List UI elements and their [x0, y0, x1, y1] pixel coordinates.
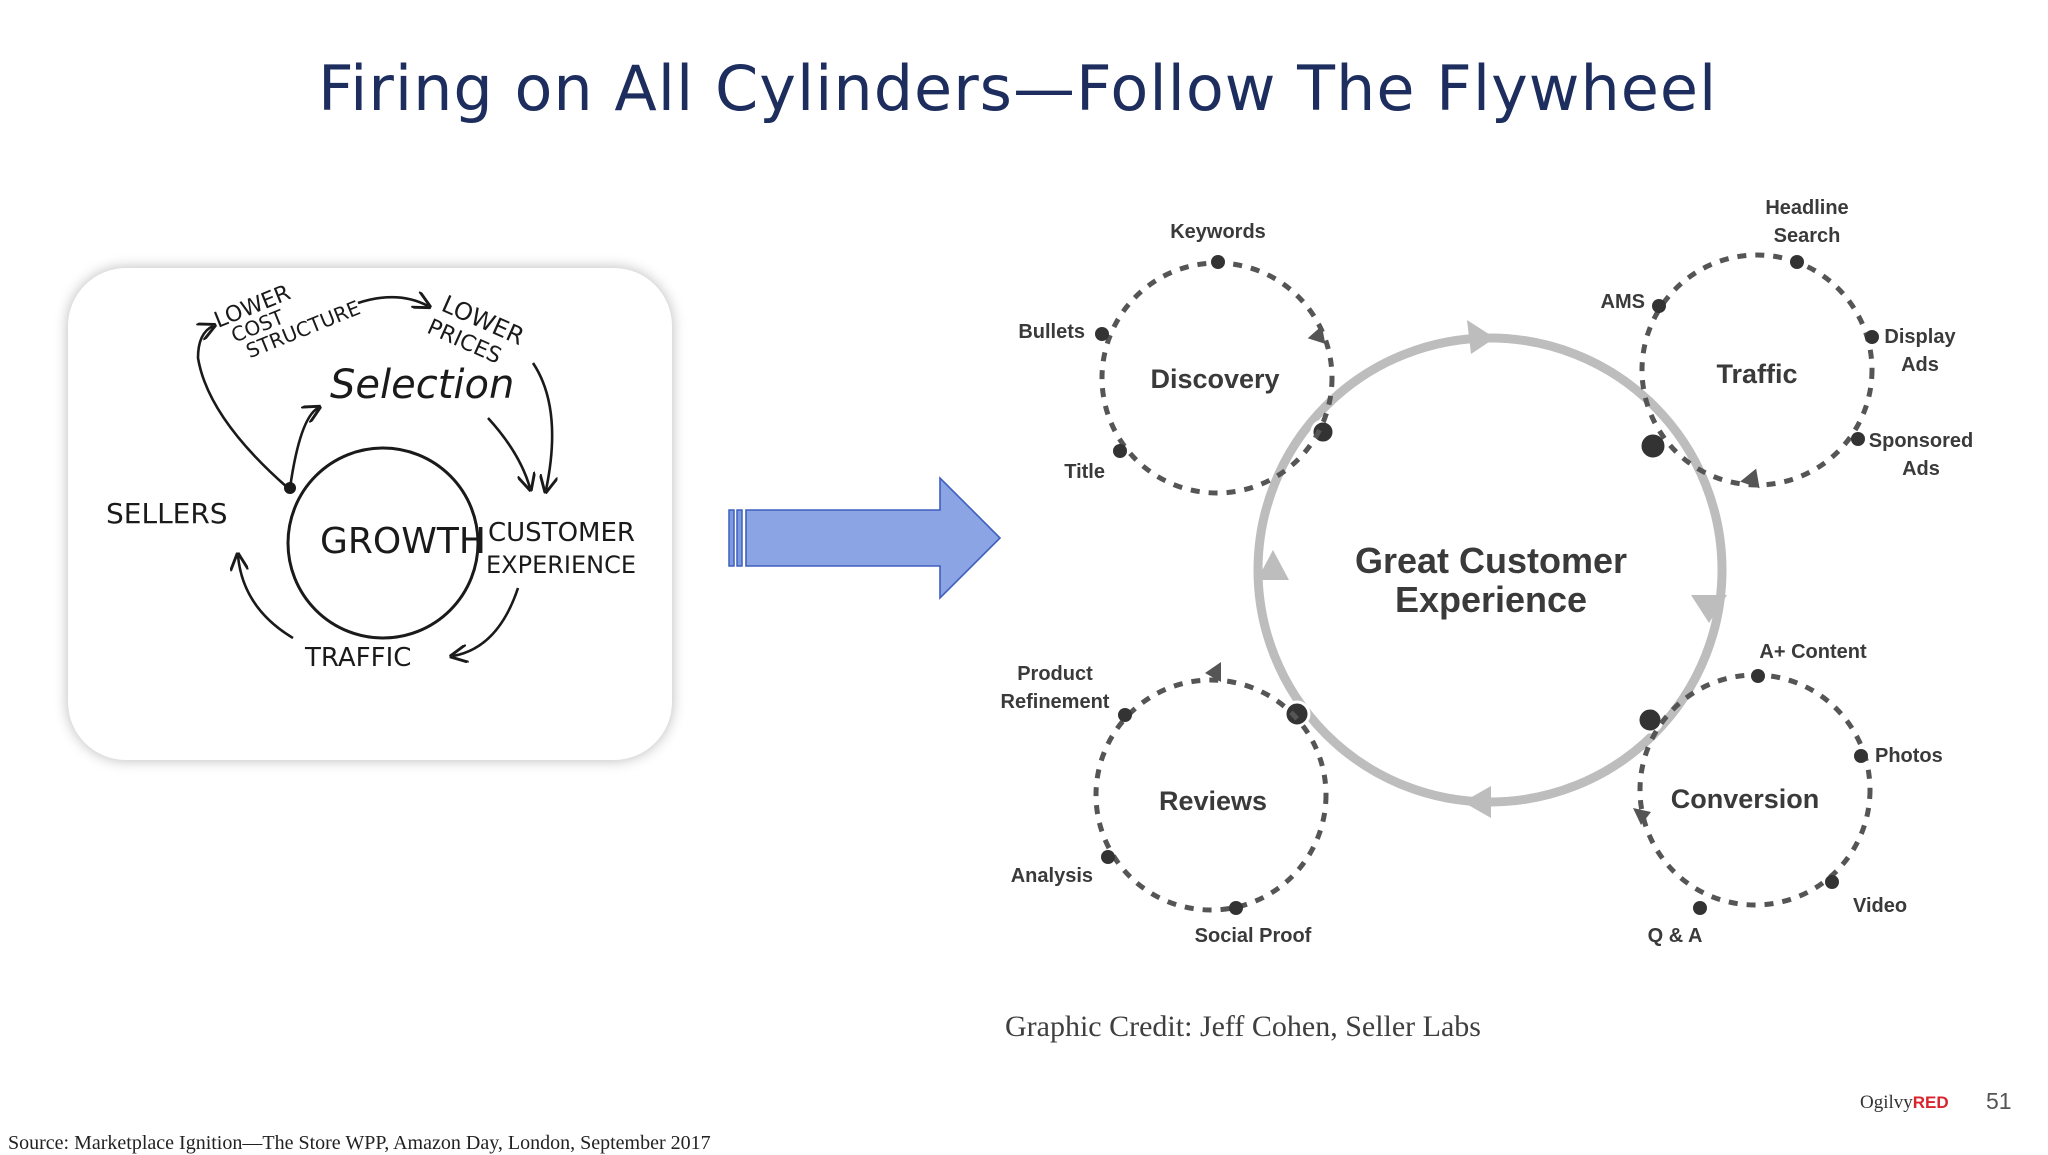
traffic-title: Traffic: [1716, 359, 1797, 389]
sketch-flywheel-card: GROWTH Selection SELLERS CUSTOMER EXPERI…: [68, 268, 672, 760]
graphic-credit: Graphic Credit: Jeff Cohen, Seller Labs: [1005, 1010, 1481, 1043]
conversion-video: Video: [1853, 895, 1907, 917]
logo-suffix: RED: [1912, 1093, 1949, 1112]
traffic-sponsored-2: Ads: [1902, 458, 1940, 480]
traffic-sponsored-1: Sponsored: [1869, 430, 1973, 452]
ogilvy-red-logo: OgilvyRED: [1860, 1092, 1949, 1114]
conversion-dot-aplus: [1751, 669, 1765, 683]
page-number: 51: [1986, 1088, 2012, 1114]
traffic-arrowhead: [1740, 468, 1760, 489]
traffic-display-2: Ads: [1901, 354, 1939, 376]
reviews-dot-social: [1229, 901, 1243, 915]
traffic-dot-ams: [1652, 299, 1666, 313]
discovery-arrowhead: [1307, 325, 1326, 344]
discovery-dot-title: [1113, 444, 1127, 458]
traffic-headline-2: Search: [1774, 225, 1841, 247]
discovery-dot-keywords: [1211, 255, 1225, 269]
sketch-sellers: SELLERS: [106, 497, 228, 530]
flywheel-center-line1: Great Customer: [1355, 540, 1627, 581]
discovery-title-item: Title: [1064, 461, 1105, 483]
ring-arrowhead-left: [1257, 550, 1289, 580]
slide-title: Firing on All Cylinders—Follow The Flywh…: [318, 52, 1718, 125]
flywheel-diagram: Great Customer Experience Discovery Keyw…: [985, 140, 2015, 985]
sketch-customer: CUSTOMER: [488, 518, 635, 548]
ring-dot-discovery: [1310, 419, 1336, 445]
conversion-aplus: A+ Content: [1759, 641, 1867, 663]
discovery-keywords: Keywords: [1170, 221, 1266, 243]
ring-dot-reviews: [1283, 700, 1311, 728]
reviews-ring: [1093, 677, 1329, 913]
reviews-analysis: Analysis: [1011, 865, 1093, 887]
sketch-experience: EXPERIENCE: [486, 551, 636, 579]
cost-to-prices-arrow: [357, 297, 428, 306]
sketch-traffic: TRAFFIC: [304, 643, 411, 673]
growth-circle: [286, 446, 480, 640]
ring-arrowhead-right: [1691, 595, 1727, 623]
traffic-to-sellers-arrow: [238, 556, 294, 640]
reviews-title: Reviews: [1159, 786, 1267, 816]
traffic-dot-headline: [1790, 255, 1804, 269]
flywheel-center-line2: Experience: [1395, 579, 1587, 620]
sketch-drawing: GROWTH Selection SELLERS CUSTOMER EXPERI…: [106, 281, 636, 673]
traffic-dot-sponsored: [1851, 432, 1865, 446]
reviews-arrowhead: [1205, 662, 1221, 682]
logo-prefix: Ogilvy: [1860, 1092, 1913, 1113]
discovery-dot-bullets: [1095, 327, 1109, 341]
conversion-dot-photos: [1854, 749, 1868, 763]
source-note: Source: Marketplace Ignition—The Store W…: [8, 1132, 711, 1154]
reviews-product-1: Product: [1017, 663, 1093, 685]
conversion-photos: Photos: [1875, 745, 1943, 767]
prices-to-experience-arrow: [531, 362, 552, 490]
experience-to-traffic-arrow: [453, 587, 520, 656]
ring-arrowhead-bottom: [1463, 786, 1491, 818]
sketch-growth: GROWTH: [320, 521, 486, 562]
conversion-qa: Q & A: [1648, 925, 1703, 947]
conversion-dot-video: [1825, 875, 1839, 889]
conversion-arrowhead: [1633, 808, 1651, 825]
sellers-to-cost-arrow: [198, 326, 289, 489]
sketch-selection: Selection: [330, 362, 514, 408]
ring-dot-conversion: [1636, 706, 1664, 734]
traffic-display-1: Display: [1884, 326, 1956, 348]
traffic-ams: AMS: [1601, 291, 1645, 313]
conversion-title: Conversion: [1671, 784, 1820, 814]
flywheel-svg: Great Customer Experience Discovery Keyw…: [1001, 197, 1974, 947]
transition-arrow: [725, 474, 1005, 609]
ring-arrowhead-top: [1467, 320, 1495, 354]
reviews-dot-product: [1118, 708, 1132, 722]
reviews-dot-analysis: [1101, 850, 1115, 864]
reviews-product-2: Refinement: [1001, 691, 1110, 713]
right-arrow-icon: [728, 476, 1002, 600]
ring-dot-traffic: [1638, 431, 1668, 461]
discovery-bullets: Bullets: [1018, 321, 1085, 343]
traffic-headline-1: Headline: [1765, 197, 1848, 219]
discovery-title: Discovery: [1150, 364, 1279, 394]
selection-arrow: [288, 408, 318, 489]
conversion-dot-qa: [1693, 901, 1707, 915]
traffic-dot-display: [1865, 330, 1879, 344]
selection-to-experience-arrow: [487, 417, 530, 488]
reviews-social: Social Proof: [1195, 925, 1312, 947]
